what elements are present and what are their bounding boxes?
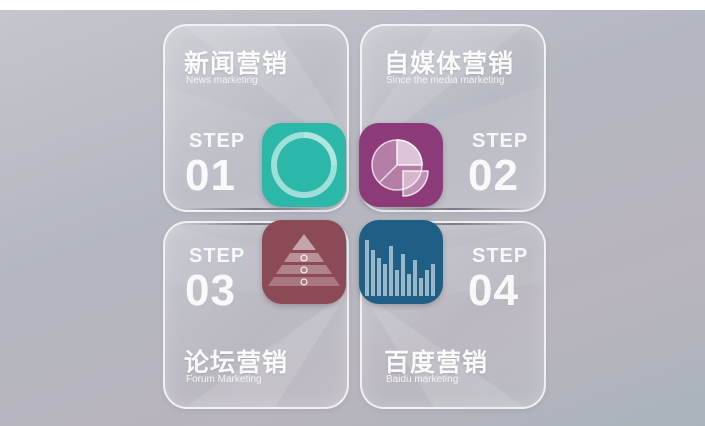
card-subtitle: News marketing <box>186 75 258 86</box>
pie-chart-icon <box>371 139 429 197</box>
card-title: 新闻营销 <box>184 50 289 78</box>
step-label: STEP <box>472 245 529 267</box>
pyramid-chart-icon <box>268 234 340 286</box>
card-subtitle: Baidu marketing <box>386 374 459 385</box>
card-subtitle: Since the media marketing <box>386 75 505 86</box>
step-label: STEP <box>189 245 246 267</box>
tile-pie-chart <box>359 123 443 207</box>
step-number: 01 <box>185 151 236 200</box>
step-number: 02 <box>468 151 519 200</box>
step-number: 03 <box>185 266 236 315</box>
ring-chart-icon <box>271 132 337 198</box>
step-label: STEP <box>472 130 529 152</box>
bar-chart-icon <box>365 240 435 296</box>
card-title: 论坛营销 <box>184 349 289 377</box>
card-edge-shadow <box>179 208 333 210</box>
tile-ring-chart <box>262 123 346 207</box>
tile-pyramid-chart <box>262 220 346 304</box>
card-edge-shadow <box>376 223 530 225</box>
card-edge-shadow <box>376 208 530 210</box>
infographic-canvas: 新闻营销 News marketing STEP 01 自媒体营销 Since … <box>0 10 705 426</box>
card-subtitle: Forum Marketing <box>186 374 262 385</box>
tile-bar-chart <box>359 220 443 304</box>
step-label: STEP <box>189 130 246 152</box>
card-title: 自媒体营销 <box>384 50 515 78</box>
card-title: 百度营销 <box>384 349 489 377</box>
card-edge-shadow <box>179 223 333 225</box>
step-number: 04 <box>468 266 519 315</box>
